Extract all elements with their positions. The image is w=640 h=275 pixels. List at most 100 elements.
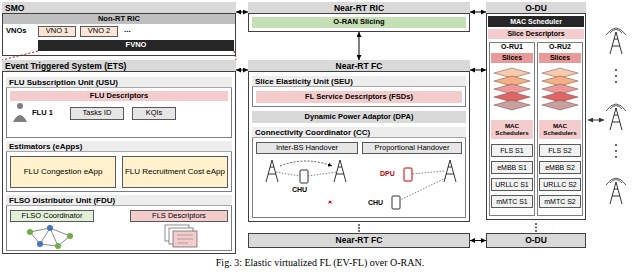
header-bar: Slice Descriptors <box>488 29 584 39</box>
box-title: Proportional Handover <box>374 144 449 152</box>
text-label: ... <box>124 26 131 35</box>
box-title: Slices <box>502 54 522 62</box>
process-box: mMTC S2 <box>539 195 581 208</box>
box-title: O-RU1 <box>489 42 535 52</box>
phone-icon <box>404 168 412 181</box>
tower-body <box>610 182 622 204</box>
header-bar: MAC Scheduler <box>488 16 584 27</box>
tower-icon <box>266 160 278 182</box>
box-title: FLSO Coordinator <box>22 212 83 220</box>
column-box: O-RU2SlicesMAC SchedulersFLS S2eMBB S2UR… <box>537 42 583 216</box>
process-box: FLSO Coordinator <box>10 210 94 222</box>
tower-body <box>266 160 278 182</box>
connector-arrow <box>470 12 486 13</box>
tower-body <box>444 160 456 182</box>
collapsed-box: Near-RT FC <box>248 233 470 248</box>
phone-icon <box>392 196 400 209</box>
box-title: eMBB S1 <box>497 164 527 172</box>
dot <box>535 230 537 232</box>
box-title: Dynamic Power Adaptor (DPA) <box>305 113 414 121</box>
box-title: URLLC S2 <box>543 181 576 189</box>
process-box: URLLC S2 <box>539 178 581 191</box>
graph-node <box>67 233 73 239</box>
dot <box>615 150 617 152</box>
box-title: O-RAN Slicing <box>333 18 384 26</box>
box-title: FLSO Distributor Unit (FDU) <box>6 195 232 206</box>
box-title: Event Triggered System (ETS) <box>2 60 236 72</box>
unit-box: Connectivity Coordinator (CC)Inter-BS Ha… <box>252 127 466 218</box>
box-title: FLU Subscription Unit (USU) <box>6 77 232 88</box>
process-box: FLS Descriptors <box>130 210 228 222</box>
user-icon <box>13 103 27 122</box>
connector-arrow <box>359 32 360 60</box>
dot <box>358 227 360 229</box>
header-bar: FLU Descriptors <box>10 91 228 101</box>
box-title: O-DU <box>525 236 547 245</box>
dot <box>615 144 617 146</box>
box-title: MAC Schedulers <box>491 123 533 137</box>
graph-node <box>27 229 33 235</box>
box-title: VNO 2 <box>88 27 111 35</box>
box-title: O-DU <box>486 2 586 14</box>
doc-lines <box>177 235 193 243</box>
unit-box: Estimators (eApps) FLU Congestion eApp FLU… <box>6 141 232 192</box>
descriptor-docs <box>165 225 197 247</box>
process-box: Proportional Handover <box>362 142 462 154</box>
phone-icon <box>300 170 308 183</box>
box-title: KQIs <box>146 109 163 117</box>
header-bar: O-RAN Slicing <box>252 17 466 28</box>
process-box: KQIs <box>132 107 176 120</box>
box-title: mMTC S1 <box>496 198 528 206</box>
box-title: FLU Recruitment Cost eApp <box>125 168 225 177</box>
text-label: CHU <box>368 199 383 207</box>
process-box: Inter-BS Handover <box>256 142 358 154</box>
tower-body <box>610 32 622 54</box>
process-box: VNO 2 <box>80 26 118 37</box>
process-box: eMBB S1 <box>491 161 533 174</box>
dot <box>615 69 617 71</box>
process-box: Tasks ID <box>70 107 124 120</box>
tower-icon <box>606 178 626 204</box>
group-box: SMONon-RT RIC VNO 1 VNO 2 FVNO <box>2 2 236 56</box>
dot <box>358 230 360 232</box>
connector-arrow <box>236 12 248 13</box>
text-label: VNOs <box>6 27 26 35</box>
tower-icon <box>606 104 626 130</box>
collapsed-box: O-DU <box>486 233 586 248</box>
process-box: VNO 1 <box>38 26 76 37</box>
header-bar: Slices <box>491 53 533 63</box>
box-title: FLU Descriptors <box>90 92 148 100</box>
box-title: Estimators (eApps) <box>6 141 232 152</box>
connector-arrow <box>470 70 486 71</box>
tower-body <box>334 160 346 182</box>
box-title: Slice Elasticity Unit (SEU) <box>252 76 466 87</box>
box-title: FLU Congestion eApp <box>24 168 103 177</box>
box-title: FVNO <box>126 41 147 49</box>
header-bar: Non-RT RIC <box>3 14 235 24</box>
process-box: URLLC S1 <box>491 178 533 191</box>
box-title: FLS S2 <box>548 147 571 155</box>
box-title: VNO 1 <box>46 27 69 35</box>
process-box: FLS S1 <box>491 144 533 157</box>
user-body <box>13 115 27 122</box>
process-box: FLU Recruitment Cost eApp <box>122 156 228 188</box>
radio-link-arrow <box>588 120 604 121</box>
slice-stack <box>542 68 578 110</box>
graph-node <box>47 225 53 231</box>
text-label: DPU <box>380 170 395 178</box>
header-bar: MAC Schedulers <box>539 120 581 139</box>
connector-arrow <box>470 240 486 241</box>
dot <box>535 227 537 229</box>
unit-box: FLU Subscription Unit (USU) FLU Descripto… <box>6 77 232 138</box>
box-title: Slices <box>550 54 570 62</box>
box-title: Slice Descriptors <box>507 30 564 38</box>
slice-stack <box>494 68 530 110</box>
dot <box>358 224 360 226</box>
slice-layer <box>542 100 578 110</box>
dot <box>615 75 617 77</box>
tower-icon <box>444 160 456 182</box>
process-box: FLU Congestion eApp <box>10 156 116 188</box>
box-title: SMO <box>2 2 236 14</box>
